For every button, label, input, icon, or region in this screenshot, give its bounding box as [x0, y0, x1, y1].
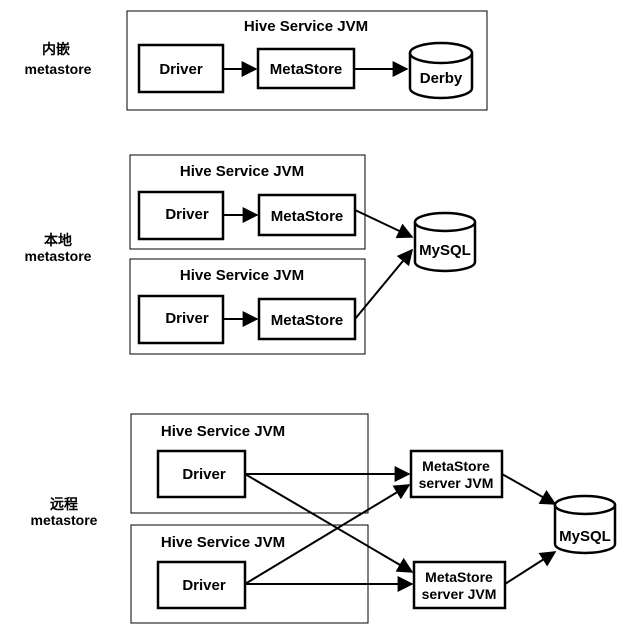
embedded-metastore-box: [256, 47, 356, 90]
remote-jvm-title-2: Hive Service JVM: [161, 534, 285, 551]
remote-driver-label-1: Driver: [182, 466, 226, 483]
remote-mysql-label: MySQL: [559, 528, 611, 545]
remote-jvm-title-1: Hive Service JVM: [161, 423, 285, 440]
local-jvm-title-1: Hive Service JVM: [180, 163, 304, 180]
derby-database-icon: [408, 41, 474, 100]
embedded-driver-box: [137, 43, 225, 94]
metastore-server-label-1a: MetaStore: [422, 458, 490, 474]
local-label-line1: 本地: [44, 232, 72, 248]
derby-label: Derby: [420, 70, 463, 87]
local-driver-label-1: Driver: [165, 206, 209, 223]
metastore-server-label-1b: server JVM: [419, 475, 494, 491]
remote-driver-box-2: [156, 560, 247, 610]
local-mysql-database-icon: [413, 211, 477, 273]
metastore-server-label-2a: MetaStore: [425, 569, 493, 585]
embedded-label-line1: 内嵌: [42, 41, 70, 57]
embedded-driver-label: Driver: [159, 61, 203, 78]
local-driver-box-1: [137, 190, 225, 241]
remote-label-line1: 远程: [50, 496, 78, 512]
local-label-line2: metastore: [25, 248, 92, 264]
metastore-server-label-2b: server JVM: [422, 586, 497, 602]
local-jvm-title-2: Hive Service JVM: [180, 267, 304, 284]
local-driver-box-2: [137, 294, 225, 345]
embedded-jvm-title: Hive Service JVM: [244, 18, 368, 35]
local-metastore1-to-mysql-arrow: [354, 209, 414, 239]
remote-driver1-to-server2-arrow: [244, 473, 414, 573]
remote-driver2-to-server1-arrow: [244, 484, 411, 585]
local-metastore2-to-mysql-arrow: [354, 248, 414, 320]
remote-mysql-database-icon: [553, 494, 617, 555]
local-driver-label-2: Driver: [165, 310, 209, 327]
remote-label-line2: metastore: [31, 512, 98, 528]
metastore-server-box-2: [412, 560, 507, 610]
embedded-metastore-label: MetaStore: [270, 61, 343, 78]
remote-driver-label-2: Driver: [182, 577, 226, 594]
server1-to-mysql-arrow: [501, 473, 557, 505]
local-metastore-box-1: [257, 193, 357, 237]
local-metastore-label-1: MetaStore: [271, 208, 344, 225]
server2-to-mysql-arrow: [504, 551, 557, 585]
embedded-label-line2: metastore: [25, 61, 92, 77]
local-metastore-label-2: MetaStore: [271, 312, 344, 329]
local-mysql-label: MySQL: [419, 242, 471, 259]
